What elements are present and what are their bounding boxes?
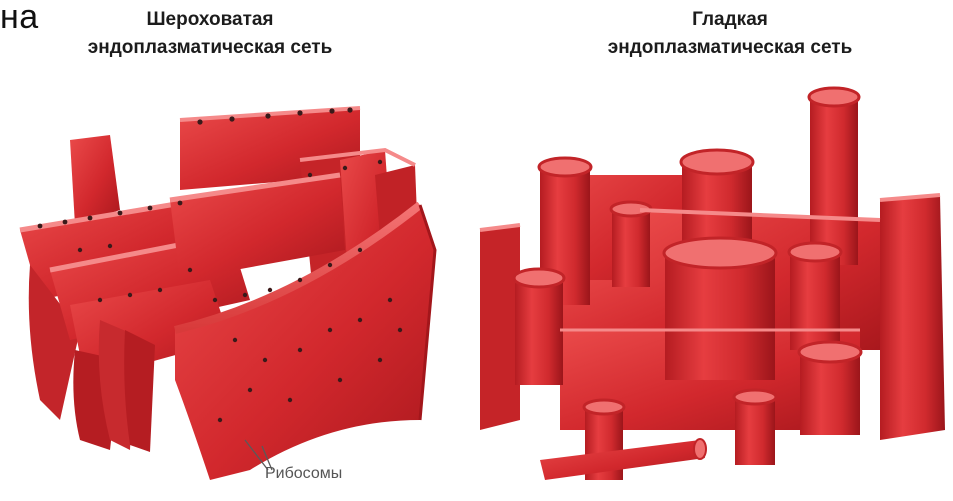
rough-er-illustration [20,108,435,480]
smooth-er-illustration [480,88,945,480]
ribosome-label: Рибосомы [265,465,342,483]
